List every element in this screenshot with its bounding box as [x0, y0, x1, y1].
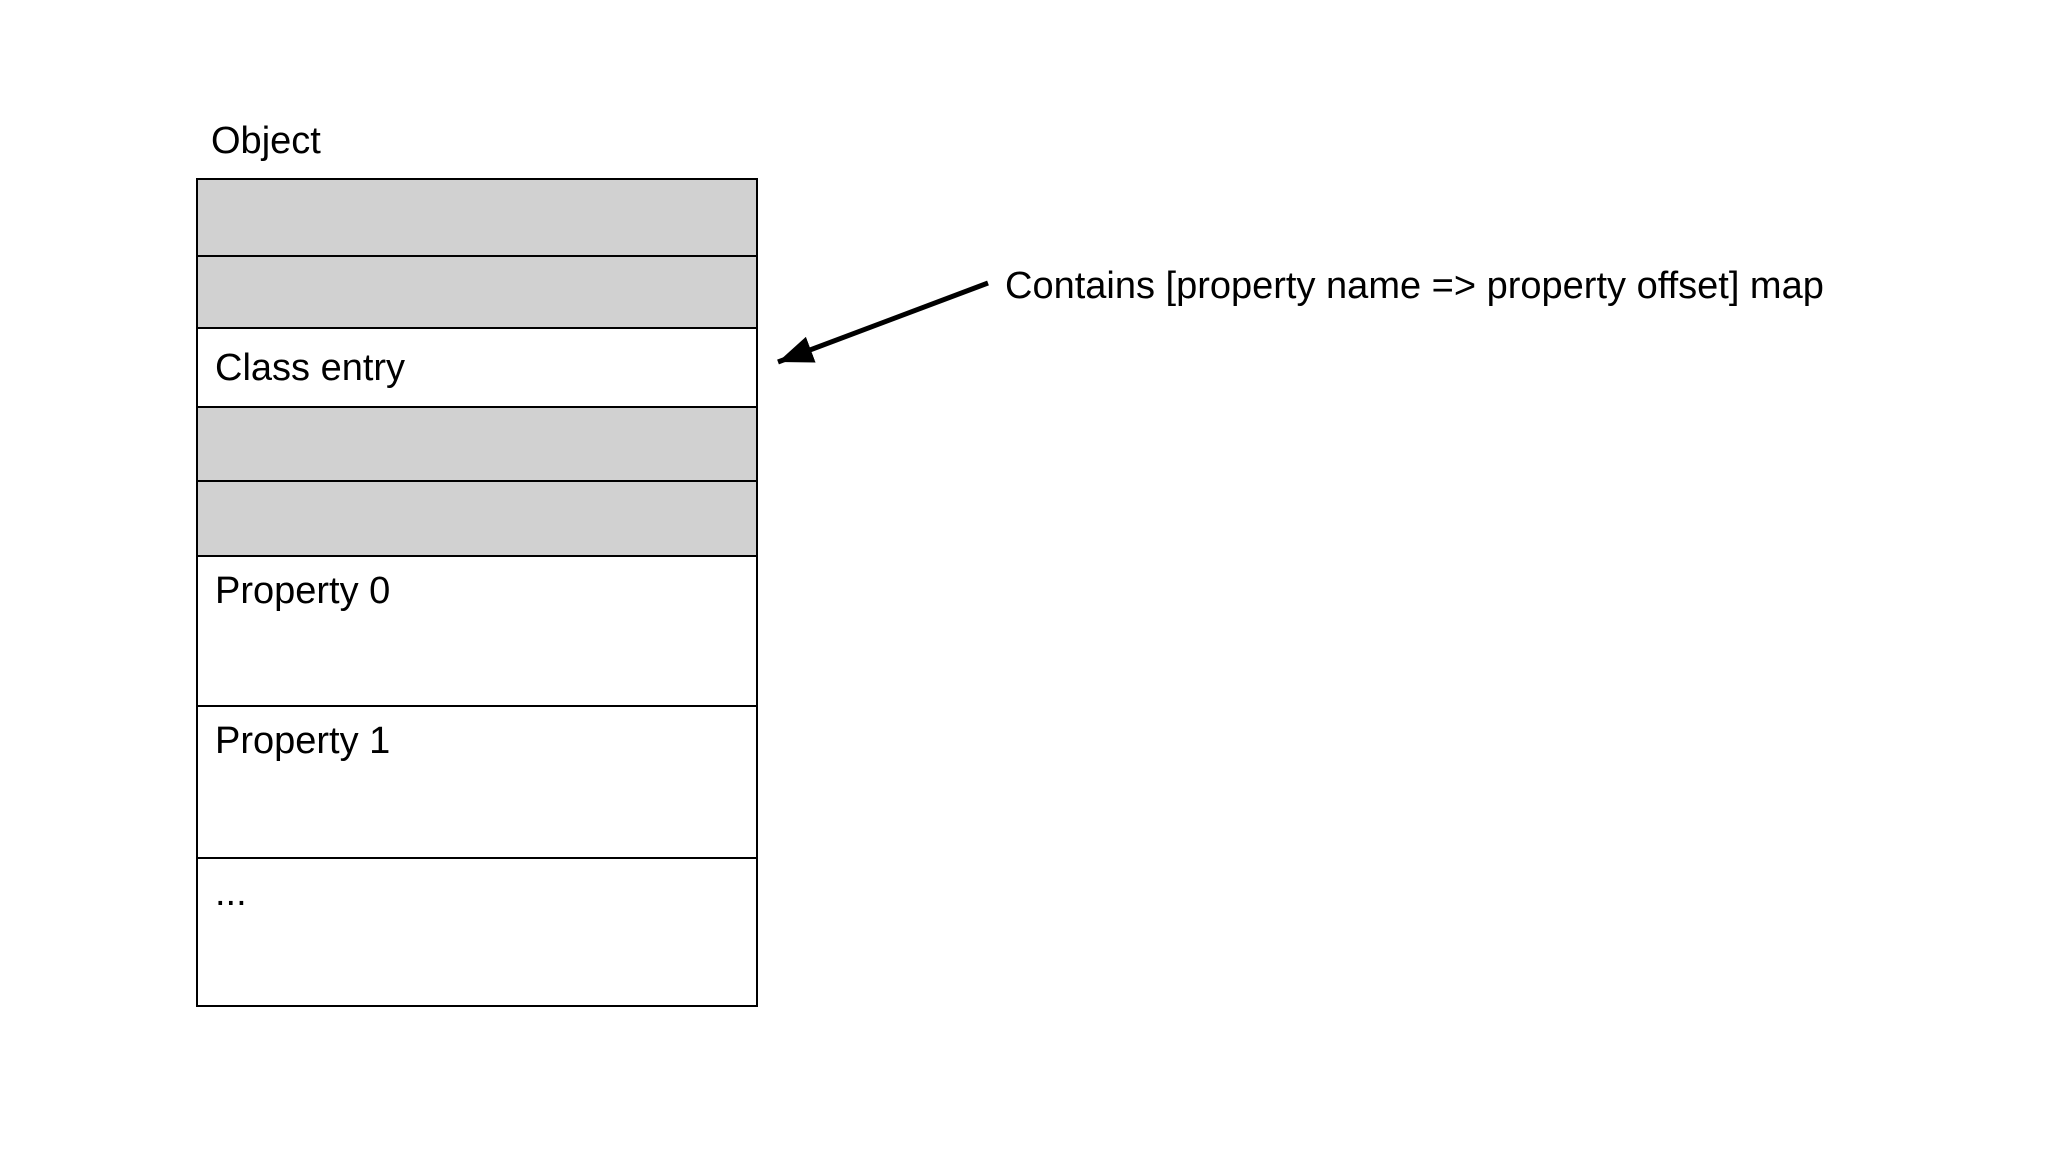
stack-row-5: Property 0	[198, 555, 756, 705]
stack-row-0	[198, 180, 756, 255]
stack-row-label	[198, 257, 756, 269]
stack-row-2: Class entry	[198, 327, 756, 406]
stack-row-label	[198, 482, 756, 494]
stack-row-label	[198, 408, 756, 420]
stack-row-3	[198, 406, 756, 480]
stack-row-1	[198, 255, 756, 327]
arrow-line	[777, 280, 989, 365]
stack-row-label: ...	[215, 872, 247, 914]
stack-row-label: Class entry	[215, 346, 406, 389]
stack-row-label: Property 0	[215, 570, 391, 612]
stack-row-4	[198, 480, 756, 555]
stack-row-label	[198, 180, 756, 192]
stack-row-7: ...	[198, 857, 756, 1005]
annotation-text: Contains [property name => property offs…	[1005, 265, 1824, 307]
object-title-label: Object	[211, 120, 321, 162]
stack-row-6: Property 1	[198, 705, 756, 857]
stack-row-label: Property 1	[215, 720, 391, 762]
